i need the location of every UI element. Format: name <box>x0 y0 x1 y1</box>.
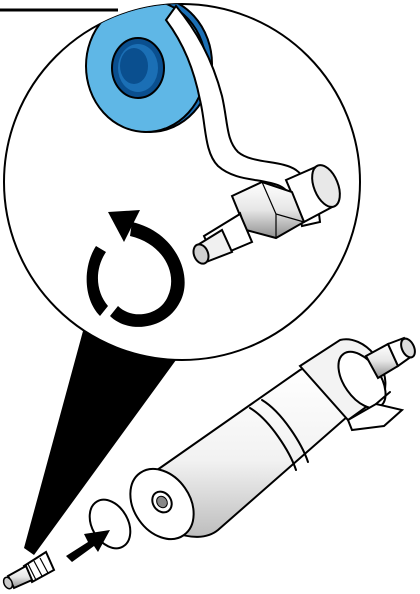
fitting-small <box>2 552 54 590</box>
magnified-detail <box>4 0 360 360</box>
push-arrow-icon <box>66 530 110 562</box>
